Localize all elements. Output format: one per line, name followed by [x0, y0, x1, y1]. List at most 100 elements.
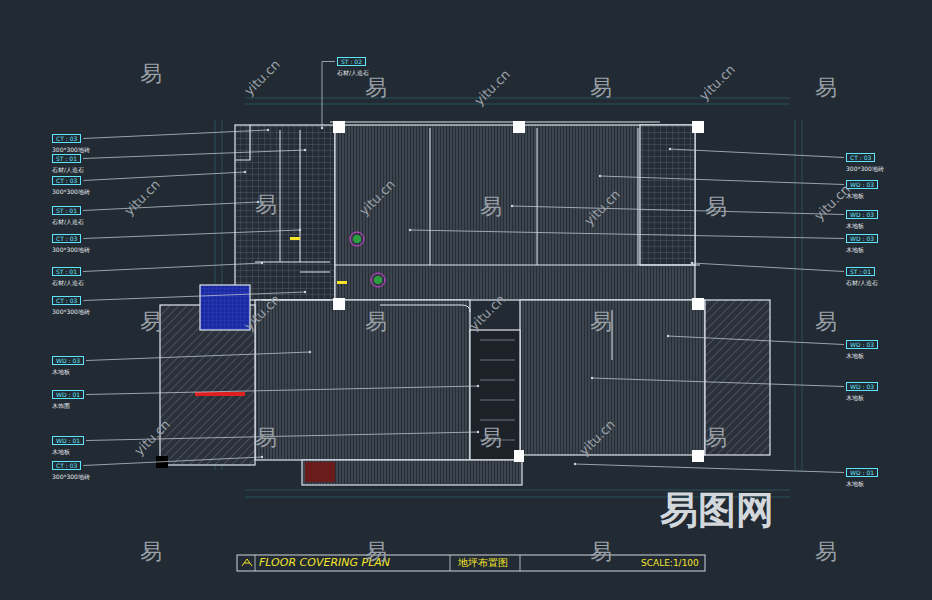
watermark: yitu.cn [131, 417, 173, 459]
material-tag: ST : 01 石材/人造石 [52, 146, 84, 173]
material-code: CT : 03 [846, 153, 875, 162]
material-code: WD : 01 [52, 390, 84, 399]
material-tag: WD : 03木地板 [846, 172, 878, 199]
material-tag: WD : 03木地板 [846, 202, 878, 229]
leader-line [668, 336, 844, 345]
leader-line [512, 206, 844, 215]
watermark: 易 [590, 76, 612, 100]
material-tag: WD : 03木地板 [846, 374, 878, 401]
leader-dot [667, 335, 669, 337]
leader-line [83, 263, 262, 272]
leader-line [83, 457, 262, 466]
material-code: WD : 03 [846, 210, 878, 219]
material-name: 木地板 [846, 246, 878, 253]
leader-line [83, 202, 258, 211]
material-name: 300*300地砖 [52, 246, 90, 253]
watermark: 易 [590, 540, 612, 564]
material-code: CT : 03 [52, 234, 81, 243]
material-code: ST : 01 [52, 154, 81, 163]
material-tag: ST : 01石材/人造石 [846, 259, 878, 286]
leader-dot [304, 149, 306, 151]
watermark: yitu.cn [241, 292, 283, 334]
title-block-text: SCALE:1/100 [641, 558, 699, 569]
leader-line [670, 149, 844, 158]
leader-dot [511, 205, 513, 207]
material-tag: CT : 03300*300地砖 [846, 145, 884, 172]
leader-dot [299, 229, 301, 231]
leader-line [600, 176, 844, 185]
title-block-text: 地坪布置图 [458, 557, 508, 569]
watermark: yitu.cn [241, 57, 283, 99]
material-code: WD : 01 [846, 468, 878, 477]
leader-dot [261, 456, 263, 458]
leader-line [83, 130, 268, 139]
watermark: 易 [140, 310, 162, 334]
leader-line [83, 150, 305, 159]
leader-line [322, 62, 323, 129]
watermark: 易 [365, 76, 387, 100]
material-name: 木饰面 [52, 402, 84, 409]
leader-dot [261, 262, 263, 264]
leader-dot [304, 291, 306, 293]
watermark: 易 [705, 426, 727, 450]
watermark: 易 [140, 62, 162, 86]
watermark: yitu.cn [466, 292, 508, 334]
leader-dot [691, 262, 693, 264]
material-name: 石材/人造石 [52, 218, 84, 225]
material-name: 木地板 [846, 352, 878, 359]
material-name: 木地板 [52, 368, 84, 375]
material-code: CT : 03 [52, 461, 81, 470]
leader-dot [477, 431, 479, 433]
material-code: WD : 03 [846, 234, 878, 243]
material-tag: CT : 03 300*300地砖 [52, 453, 90, 480]
leader-dot [267, 129, 269, 131]
watermark: 易 [480, 426, 502, 450]
material-tag: ST : 01石材/人造石 [52, 198, 84, 225]
material-tag: CT : 03 300*300地砖 [52, 168, 90, 195]
material-name: 石材/人造石 [52, 166, 84, 173]
material-tag: CT : 03 300*300地砖 [52, 126, 90, 153]
material-tag: ST : 02石材/人造石 [337, 49, 369, 76]
leader-line [83, 230, 300, 239]
leader-line [322, 61, 335, 62]
material-tag: WD : 03 木地板 [52, 348, 84, 375]
watermark: 易 [255, 426, 277, 450]
material-code: ST : 01 [846, 267, 875, 276]
leader-line [692, 263, 844, 272]
watermark: 易 [815, 76, 837, 100]
leader-dot [599, 175, 601, 177]
leader-line [575, 464, 844, 473]
watermark: 易 [705, 195, 727, 219]
material-tag: ST : 01石材/人造石 [52, 259, 84, 286]
watermark: yitu.cn [581, 187, 623, 229]
material-code: ST : 02 [337, 57, 366, 66]
material-code: WD : 03 [52, 356, 84, 365]
watermark: yitu.cn [471, 67, 513, 109]
material-tag: WD : 03 木地板 [846, 332, 878, 359]
material-name: 300*300地砖 [52, 188, 90, 195]
watermark: 易 [255, 193, 277, 217]
material-code: WD : 03 [846, 180, 878, 189]
leader-line [410, 230, 844, 239]
watermark: yitu.cn [356, 177, 398, 219]
material-code: WD : 03 [846, 382, 878, 391]
material-code: CT : 03 [52, 134, 81, 143]
watermark: 易 [480, 195, 502, 219]
watermark: 易 [365, 540, 387, 564]
watermark: yitu.cn [696, 62, 738, 104]
leader-dot [309, 351, 311, 353]
material-code: WD : 03 [846, 340, 878, 349]
material-tag: CT : 03300*300地砖 [52, 288, 90, 315]
material-tag: WD : 01木地板 [52, 428, 84, 455]
material-code: CT : 03 [52, 176, 81, 185]
material-tag: WD : 01 木地板 [846, 460, 878, 487]
material-name: 300*300地砖 [52, 473, 90, 480]
material-name: 300*300地砖 [52, 146, 90, 153]
material-name: 木地板 [846, 480, 878, 487]
watermark: 易 [590, 310, 612, 334]
material-tag: WD : 03 木地板 [846, 226, 878, 253]
watermark: 易 [365, 310, 387, 334]
